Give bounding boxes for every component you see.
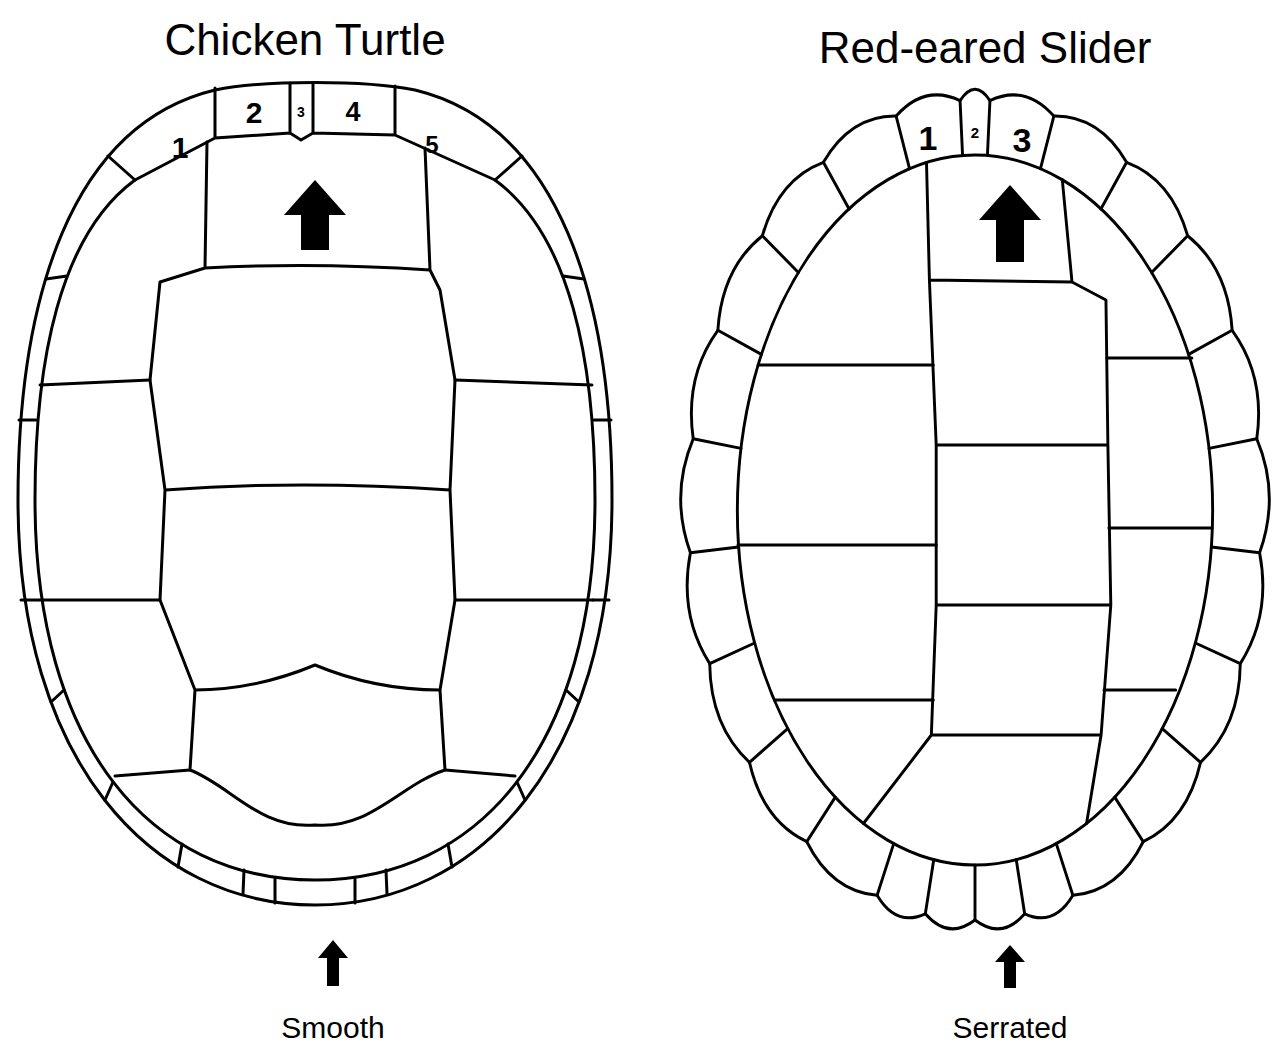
marginal-inner-edge	[35, 180, 595, 880]
edge-type-label: Serrated	[952, 1013, 1067, 1043]
pleural-dividers	[38, 380, 593, 776]
scute-number-text: 2	[246, 96, 263, 129]
shell-heading-text: Red-eared Slider	[819, 23, 1152, 72]
chicken-turtle-carapace	[18, 83, 612, 906]
scute-number-text: 4	[345, 97, 360, 127]
marginal-dividers	[19, 276, 611, 903]
scute-number: 4	[345, 99, 360, 126]
shell-heading: Chicken Turtle	[164, 18, 445, 62]
scute-number: 5	[425, 133, 438, 157]
shell-heading: Red-eared Slider	[819, 26, 1152, 70]
cervical-arrow	[979, 185, 1041, 262]
edge-type-label: Smooth	[281, 1013, 384, 1043]
pleural-dividers	[738, 358, 1212, 700]
red-eared-slider-carapace	[681, 89, 1270, 929]
scute-number-text: 5	[425, 131, 438, 158]
marginal-inner-edge	[737, 155, 1212, 865]
scute-number-text: 3	[297, 104, 305, 120]
scute-number-text: 1	[919, 119, 938, 157]
pointer-arrow	[995, 945, 1025, 988]
scute-number: 2	[246, 98, 263, 128]
scute-number: 1	[919, 121, 938, 155]
scute-number: 2	[971, 125, 979, 140]
nuchal-band	[108, 83, 522, 180]
scute-number: 3	[1013, 123, 1032, 157]
serrated-outline	[681, 89, 1270, 929]
carapace-outline	[18, 83, 612, 906]
scute-number-text: 2	[971, 124, 979, 141]
pointer-arrow	[318, 940, 348, 986]
vertebral-scutes	[863, 163, 1110, 824]
scute-number-text: 1	[172, 131, 189, 164]
vertebral-scutes	[150, 142, 455, 825]
scute-number: 1	[172, 133, 189, 163]
arrows	[284, 180, 1041, 988]
cervical-arrow	[284, 180, 346, 250]
marginal-dividers	[690, 101, 1259, 920]
scute-number-text: 3	[1013, 121, 1032, 159]
scute-number: 3	[297, 105, 305, 119]
edge-type-label-text: Smooth	[281, 1011, 384, 1044]
edge-type-label-text: Serrated	[952, 1011, 1067, 1044]
shell-heading-text: Chicken Turtle	[164, 15, 445, 64]
